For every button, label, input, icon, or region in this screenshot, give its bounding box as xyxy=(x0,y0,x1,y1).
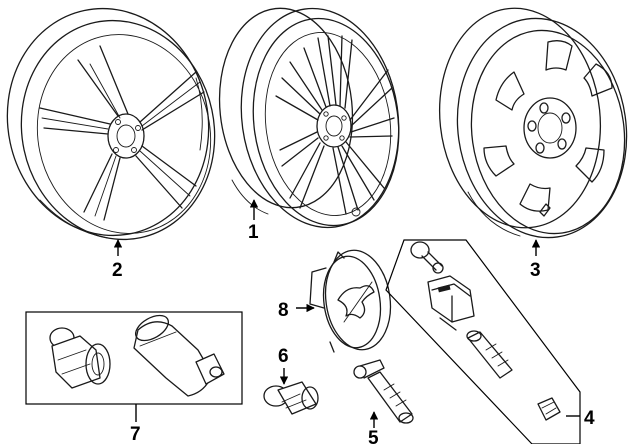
callout-2: 2 xyxy=(112,260,123,281)
wheel-lock-kit-7 xyxy=(25,311,243,405)
wheel-3-steel xyxy=(438,7,628,239)
lug-nut-6 xyxy=(263,381,319,415)
callout-6: 6 xyxy=(278,346,289,367)
callout-4: 4 xyxy=(584,408,595,429)
callout-7: 7 xyxy=(130,424,141,444)
tpms-sensor-kit-4 xyxy=(385,239,581,444)
wheel-2-split-spoke xyxy=(6,7,216,241)
callout-1: 1 xyxy=(248,222,259,243)
wheel-1-twin-spoke xyxy=(218,7,400,229)
callout-5: 5 xyxy=(368,428,379,444)
center-cap-8 xyxy=(309,249,392,353)
callout-3: 3 xyxy=(530,260,541,281)
callout-8: 8 xyxy=(278,300,289,321)
valve-stem-5 xyxy=(353,359,414,424)
callout-leaders xyxy=(113,199,580,428)
